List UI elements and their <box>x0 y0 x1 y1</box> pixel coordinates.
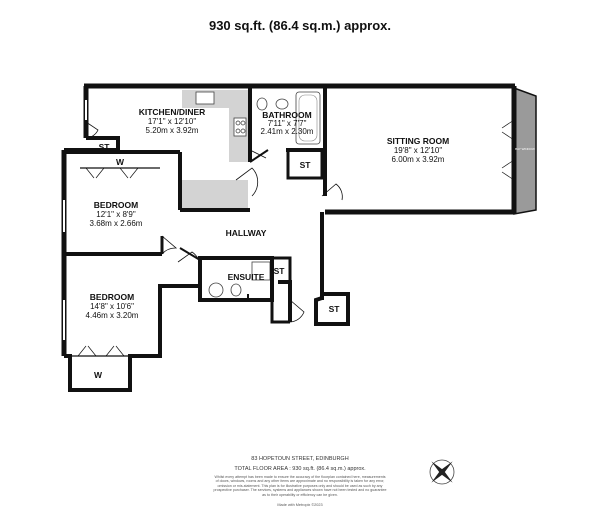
st-ensuite: ST <box>274 266 286 276</box>
sitting-room-name: SITTING ROOM <box>387 136 449 146</box>
ensuite-fixtures <box>208 261 271 298</box>
bedroom2-dim-m: 4.46m x 3.20m <box>86 311 139 320</box>
sitting-room-dim-ft: 19'8" x 12'10" <box>394 146 442 155</box>
kitchen-dim-m: 5.20m x 3.92m <box>146 126 199 135</box>
hallway-name: HALLWAY <box>226 228 267 238</box>
disclaimer-line: of doors, windows, rooms and any other i… <box>215 479 385 484</box>
walls <box>61 83 517 392</box>
total-floor-area: TOTAL FLOOR AREA : 930 sq.ft. (86.4 sq.m… <box>234 466 366 472</box>
kitchen-worktop <box>182 90 248 208</box>
wardrobe-bedroom1: W <box>116 157 125 167</box>
bedroom1-name: BEDROOM <box>94 200 138 210</box>
windows <box>63 100 87 340</box>
bathroom-dim-m: 2.41m x 2.30m <box>261 127 314 136</box>
bay-window-doors <box>501 119 515 181</box>
bathroom-dim-ft: 7'11" x 7'7" <box>268 119 307 128</box>
wardrobe-bedroom2: W <box>94 370 103 380</box>
floor-area-title: 930 sq.ft. (86.4 sq.m.) approx. <box>208 18 392 33</box>
bathroom-name: BATHROOM <box>262 110 311 120</box>
bedroom2-name: BEDROOM <box>90 292 134 302</box>
window-lines <box>61 100 89 340</box>
address: 83 HOPETOUN STREET, EDINBURGH <box>251 456 349 462</box>
compass-rose-icon <box>429 459 455 485</box>
st-hall: ST <box>329 304 341 314</box>
bedroom1-dim-m: 3.68m x 2.66m <box>90 219 143 228</box>
disclaimer: Whilst every attempt has been made to en… <box>180 475 420 497</box>
disclaimer-line: as to their operability or efficiency ca… <box>262 492 338 497</box>
ensuite-name: ENSUITE <box>228 272 265 282</box>
st-bathroom: ST <box>300 160 312 170</box>
wardrobes <box>72 167 160 357</box>
bathroom-fixtures <box>256 91 321 145</box>
made-with: Made with Metropix ©2023 <box>277 503 323 507</box>
kitchen-dim-ft: 17'1" x 12'10" <box>148 117 196 126</box>
bedroom1-dim-ft: 12'1" x 8'9" <box>96 210 136 219</box>
door-swings <box>85 121 343 323</box>
disclaimer-line: prospective purchaser. The services, sys… <box>213 488 387 493</box>
disclaimer-line: Whilst every attempt has been made to en… <box>214 475 386 479</box>
disclaimer-line: omission or mis-statement. This plan is … <box>217 483 383 488</box>
sitting-room-dim-m: 6.00m x 3.92m <box>392 155 445 164</box>
kitchen-name: KITCHEN/DINER <box>139 107 206 117</box>
bedroom2-dim-ft: 14'8" x 10'6" <box>90 302 134 311</box>
st-kitchen: ST <box>99 142 111 152</box>
bay-window <box>513 86 537 215</box>
bay-window-label: BAY WINDOW <box>515 147 535 151</box>
